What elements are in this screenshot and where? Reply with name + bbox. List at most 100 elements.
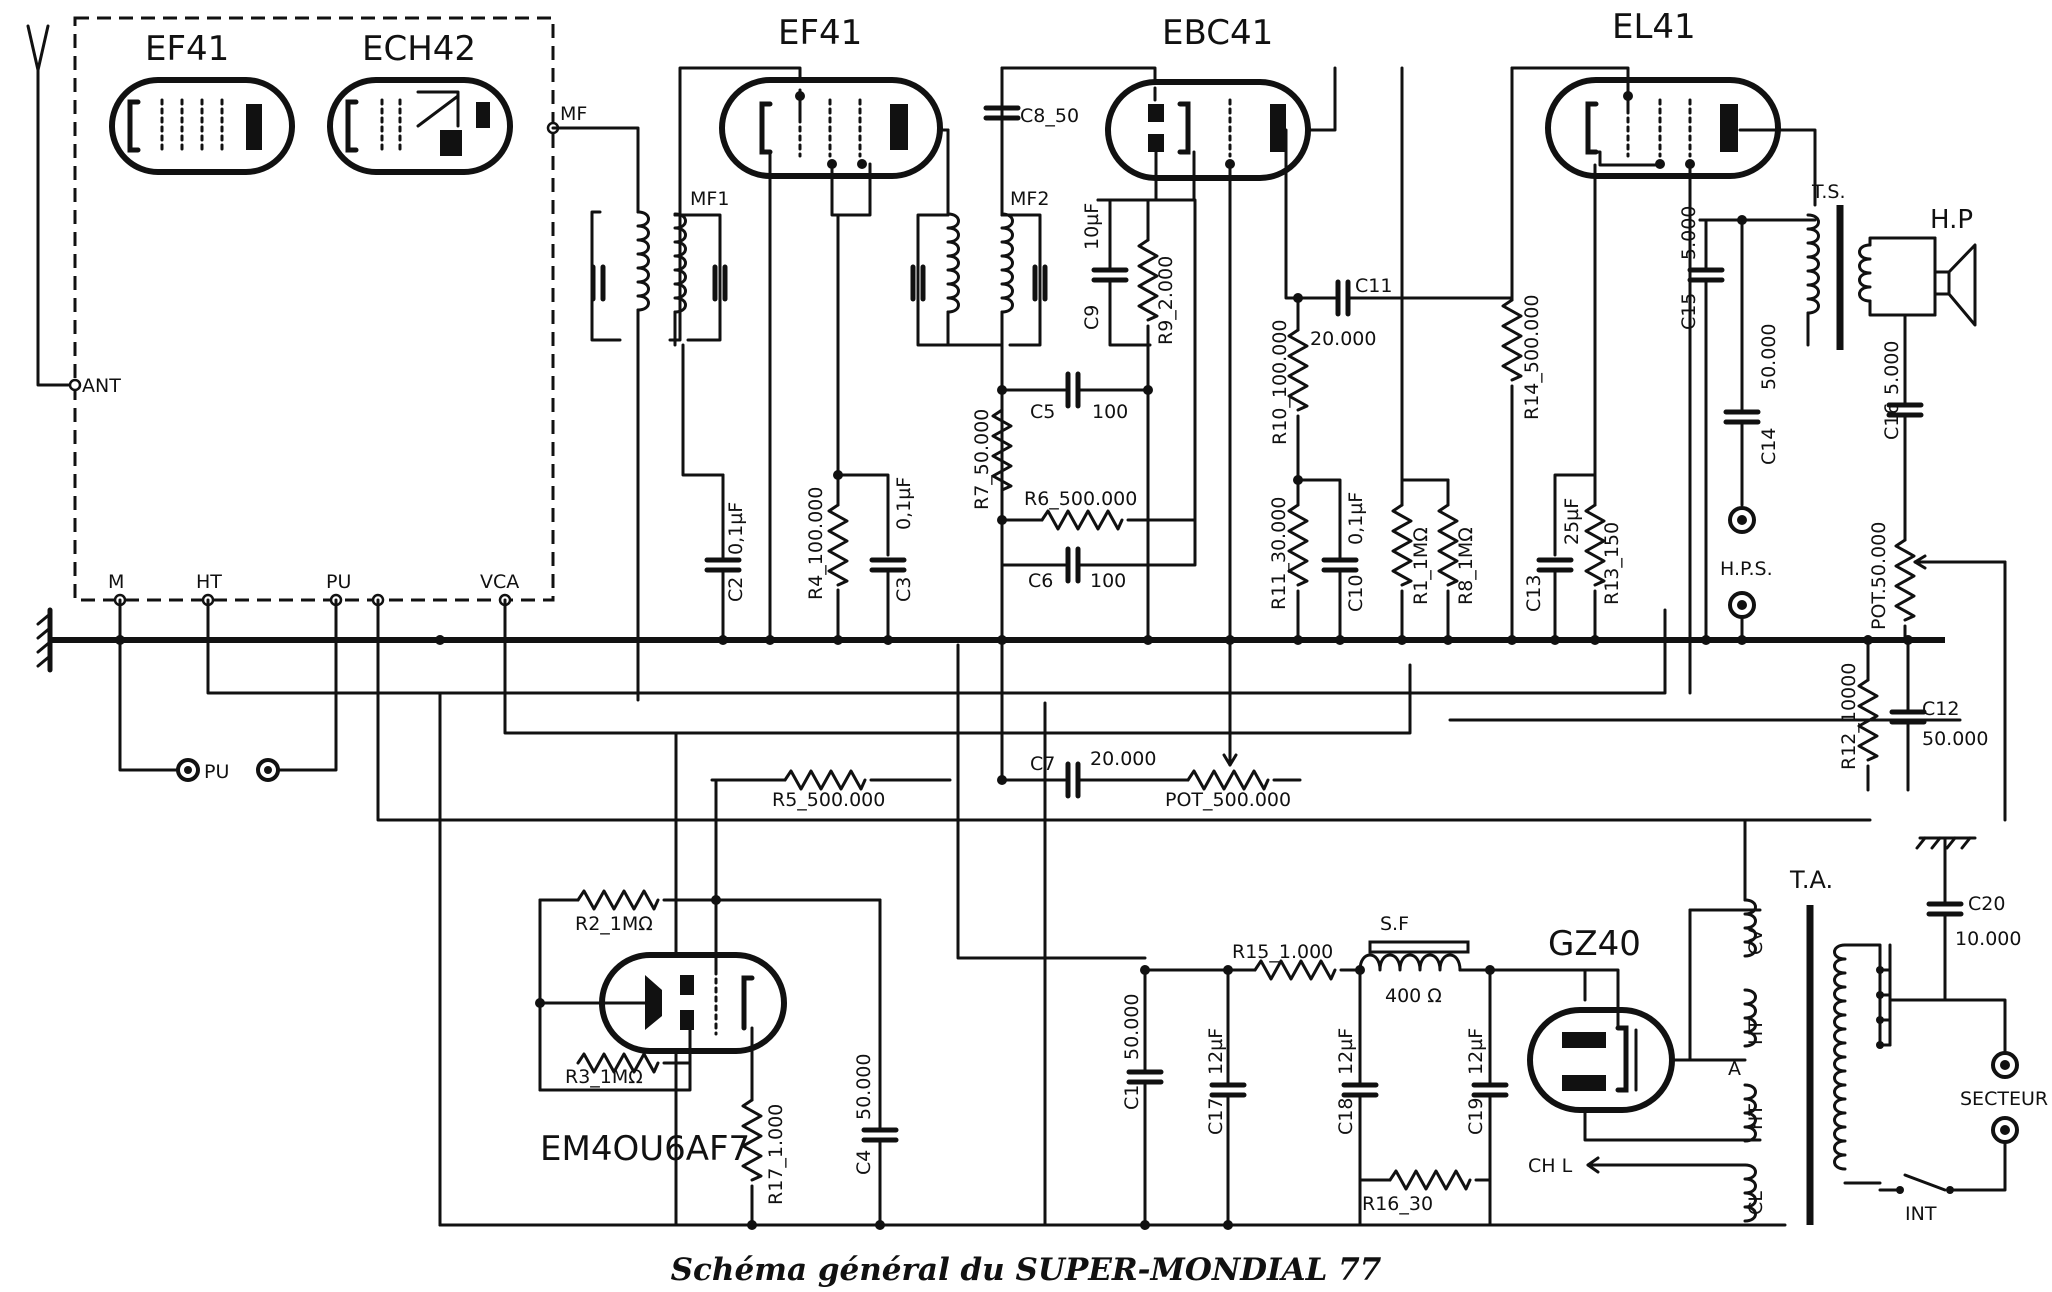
r6-label: R6_500.000: [1024, 488, 1137, 510]
r9-label: R9_2.000: [1155, 256, 1177, 345]
secteur-label: SECTEUR: [1960, 1088, 2048, 1110]
r10-label: R10_100.000: [1269, 320, 1291, 445]
c4-value: 50.000: [853, 1054, 875, 1120]
cl-label: CL: [1745, 1191, 1767, 1215]
hps-jack: [1728, 506, 1756, 642]
ht-label-a: HT: [1745, 1019, 1767, 1045]
c10-label: C10: [1345, 575, 1367, 612]
r2-label: R2_1MΩ: [575, 913, 653, 935]
terminal-ht: HT: [196, 571, 222, 593]
c5-capacitor: [1000, 374, 1150, 406]
r13-label: R13_150: [1601, 522, 1623, 605]
ch-l-arrow: [1586, 1156, 1747, 1174]
r17-label: R17_1.000: [765, 1104, 787, 1205]
tone-pot: [1894, 518, 2007, 822]
loudspeaker: [1933, 236, 1977, 327]
tube-ef41: [719, 77, 950, 642]
c19-capacitor: [1474, 968, 1506, 1227]
c9-label: C9: [1081, 305, 1103, 330]
ts-transformer: [1698, 205, 1937, 350]
c1-label: C1: [1121, 1085, 1143, 1110]
c9-capacitor: [1094, 198, 1152, 347]
r5-resistor: [710, 769, 952, 791]
diagram-caption: Schéma général du SUPER-MONDIAL 77: [671, 1252, 1382, 1288]
c17-label: C17: [1205, 1098, 1227, 1135]
c5-value: 100: [1092, 401, 1128, 423]
ts-label: T.S.: [1811, 181, 1846, 203]
r11-label: R11_30.000: [1268, 497, 1290, 610]
c4-label: C4: [853, 1150, 875, 1175]
terminal-ant: ANT: [82, 375, 121, 397]
r15-resistor: [1143, 959, 1362, 981]
c6-capacitor: [1000, 518, 1197, 581]
r14-label: R14_500.000: [1521, 295, 1543, 420]
c13-capacitor: [1539, 163, 1597, 642]
ta-transformer: [1043, 818, 1892, 1225]
c5-label: C5: [1030, 401, 1055, 423]
c17-value: 12µF: [1205, 1028, 1227, 1075]
chl-label: CH L: [1528, 1155, 1573, 1177]
c2-capacitor: [707, 473, 739, 642]
distribution-wires: [118, 598, 1962, 1227]
c12-capacitor: [1892, 638, 1924, 792]
terminal-mf: MF: [560, 103, 587, 125]
r8-label: R8_1MΩ: [1455, 527, 1477, 605]
sf-choke: [1358, 940, 1492, 972]
r9-resistor: [1137, 198, 1159, 642]
c19-value: 12µF: [1465, 1028, 1487, 1075]
c9-value: 10µF: [1081, 203, 1103, 250]
pu-jack-label: PU: [204, 761, 229, 783]
tube-label-gz40: GZ40: [1548, 924, 1641, 964]
volume-pot: [1186, 638, 1302, 791]
r16-label: R16_30: [1362, 1193, 1433, 1215]
int-label: INT: [1905, 1203, 1937, 1225]
c13-value: 25µF: [1561, 498, 1583, 545]
c16-label: C16: [1881, 403, 1903, 440]
mains-section: [1878, 836, 2019, 1194]
c20-label: C20: [1968, 893, 2005, 915]
sf-value: 400 Ω: [1385, 985, 1442, 1007]
r15-label: R15_1.000: [1232, 941, 1333, 963]
c11-capacitor: [1296, 282, 1514, 314]
el41-grid-wire: [1501, 66, 1630, 642]
tube-el41: [1545, 77, 1817, 695]
c14-value: 50.000: [1758, 324, 1780, 390]
r11-resistor: [1287, 478, 1356, 642]
tube-label-em4: EM4OU6AF7: [540, 1129, 750, 1169]
tube-label-el41: EL41: [1612, 7, 1696, 47]
ground-bus: [36, 607, 1945, 673]
c15-capacitor: [1690, 218, 1722, 642]
r10-resistor: [1287, 296, 1309, 482]
c12-value: 50.000: [1922, 728, 1988, 750]
c8-capacitor: [986, 66, 1018, 217]
frequency-changer-box: [73, 16, 555, 602]
r4-resistor: [827, 213, 904, 642]
c3-label: C3: [893, 577, 915, 602]
a-label: A: [1728, 1058, 1741, 1080]
tube-label-ech42: ECH42: [362, 29, 476, 69]
r7-label: R7_50.000: [971, 409, 993, 510]
c16-value: 5.000: [1881, 341, 1903, 395]
terminal-pu: PU: [326, 571, 351, 593]
pot50-label: POT.50.000: [1868, 522, 1890, 630]
c7-capacitor: [1000, 764, 1190, 796]
c6-value: 100: [1090, 570, 1126, 592]
c2-label: C2: [725, 577, 747, 602]
c2-value: 0,1µF: [725, 502, 747, 555]
terminal-m: M: [108, 571, 124, 593]
c1-capacitor: [1129, 968, 1161, 1227]
c11-label: C11: [1355, 275, 1392, 297]
r3-label: R3_1MΩ: [565, 1066, 643, 1088]
c14-capacitor: [1726, 218, 1758, 507]
mf2-label: MF2: [1010, 188, 1049, 210]
sf-label: S.F: [1380, 913, 1409, 935]
tube-ebc41: [1096, 66, 1337, 642]
r8-resistor: [1437, 478, 1459, 642]
r1-resistor: [1391, 66, 1450, 642]
r12-label: R12_10000: [1838, 663, 1860, 770]
cv-label: CV: [1745, 929, 1767, 955]
c18-label: C18: [1335, 1098, 1357, 1135]
c7-value: 20.000: [1090, 748, 1156, 770]
pot500-label: POT_500.000: [1165, 789, 1291, 811]
